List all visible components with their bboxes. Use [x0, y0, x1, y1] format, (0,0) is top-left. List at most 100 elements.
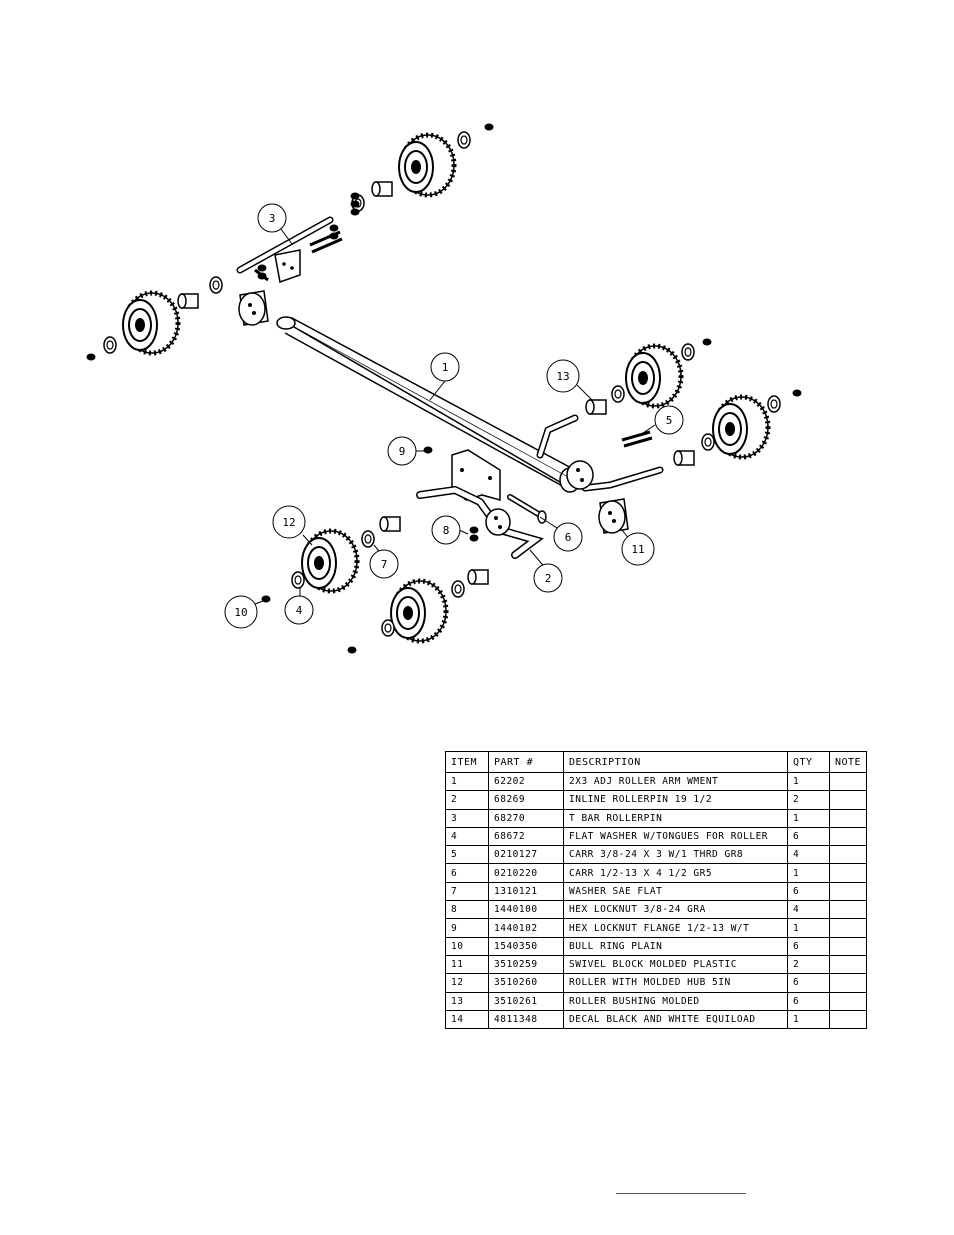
- svg-text:13: 13: [556, 370, 569, 383]
- cell-qty: 4: [787, 900, 830, 920]
- roller-right-lower: [713, 397, 768, 457]
- svg-text:12: 12: [282, 516, 295, 529]
- table-header-row: ITEM PART # DESCRIPTION QTY NOTE: [445, 751, 868, 773]
- callout-4: 4: [284, 595, 314, 625]
- washer: [209, 276, 223, 294]
- cell-note: [828, 826, 868, 847]
- callout-5: 5: [654, 405, 684, 435]
- cell-qty: 1: [787, 918, 830, 938]
- callout-10: 10: [224, 595, 258, 629]
- roller-right-upper: [626, 346, 681, 406]
- bushing: [467, 569, 489, 585]
- callout-6: 6: [553, 522, 583, 552]
- cell-qty: 1: [787, 863, 830, 883]
- cell-note: [828, 954, 868, 975]
- cell-item: 11: [445, 954, 489, 975]
- header-item: ITEM: [445, 751, 489, 773]
- washer: [361, 530, 375, 548]
- cell-description: ROLLER WITH MOLDED HUB 5IN: [563, 973, 788, 993]
- cell-item: 13: [445, 991, 489, 1011]
- cell-note: [828, 771, 868, 792]
- roller-top: [399, 135, 454, 195]
- cell-qty: 6: [787, 936, 830, 956]
- cell-qty: 4: [787, 845, 830, 865]
- cell-part-number: 0210127: [488, 845, 564, 865]
- bushing: [371, 181, 393, 197]
- svg-text:1: 1: [442, 361, 449, 374]
- callout-1: 1: [430, 352, 460, 382]
- cell-note: [828, 863, 868, 883]
- cell-note: [828, 790, 868, 810]
- cell-part-number: 68672: [488, 826, 564, 847]
- svg-text:9: 9: [399, 445, 406, 458]
- washer: [701, 433, 715, 451]
- callout-8: 8: [431, 515, 461, 545]
- cell-item: 4: [445, 826, 489, 847]
- cell-description: SWIVEL BLOCK MOLDED PLASTIC: [563, 954, 788, 975]
- cell-qty: 6: [787, 973, 830, 993]
- cell-part-number: 1440100: [488, 900, 564, 920]
- cell-description: CARR 1/2-13 X 4 1/2 GR5: [563, 863, 788, 883]
- cell-description: T BAR ROLLERPIN: [563, 808, 788, 828]
- washer: [767, 395, 781, 413]
- cell-qty: 2: [787, 954, 830, 975]
- cell-description: ROLLER BUSHING MOLDED: [563, 991, 788, 1011]
- cell-item: 3: [445, 808, 489, 828]
- cell-note: [828, 1009, 868, 1030]
- cell-note: [828, 936, 868, 956]
- svg-text:7: 7: [381, 558, 388, 571]
- cell-description: HEX LOCKNUT 3/8-24 GRA: [563, 900, 788, 920]
- svg-text:6: 6: [565, 531, 572, 544]
- hyperlink-underline[interactable]: [616, 1193, 746, 1194]
- svg-text:11: 11: [631, 543, 644, 556]
- callout-2: 2: [533, 563, 563, 593]
- cell-description: BULL RING PLAIN: [563, 936, 788, 956]
- cell-qty: 6: [787, 826, 830, 847]
- carriage-bolts: [621, 430, 653, 448]
- cell-note: [828, 900, 868, 920]
- flange-locknut: [423, 446, 433, 454]
- header-note: NOTE: [828, 751, 868, 773]
- cell-part-number: 62202: [488, 771, 564, 792]
- cell-item: 8: [445, 900, 489, 920]
- cell-note: [828, 918, 868, 938]
- cell-qty: 6: [787, 991, 830, 1011]
- cell-note: [828, 991, 868, 1011]
- header-description: DESCRIPTION: [563, 751, 788, 773]
- cell-note: [828, 881, 868, 902]
- cell-item: 12: [445, 973, 489, 993]
- svg-text:8: 8: [443, 524, 450, 537]
- cell-qty: 6: [787, 881, 830, 902]
- washer: [103, 336, 117, 354]
- cell-part-number: 68269: [488, 790, 564, 810]
- cell-description: DECAL BLACK AND WHITE EQUILOAD: [563, 1009, 788, 1030]
- locknut: [484, 123, 494, 131]
- cell-part-number: 3510260: [488, 973, 564, 993]
- cell-description: 2X3 ADJ ROLLER ARM WMENT: [563, 771, 788, 792]
- washer: [451, 580, 465, 598]
- callout-13: 13: [546, 359, 580, 393]
- svg-text:3: 3: [269, 212, 276, 225]
- right-roller-pin: [536, 414, 664, 492]
- cell-part-number: 1440102: [488, 918, 564, 938]
- cell-item: 7: [445, 881, 489, 902]
- washer: [291, 571, 305, 589]
- cell-part-number: 1310121: [488, 881, 564, 902]
- locknut: [469, 526, 479, 534]
- locknut: [86, 353, 96, 361]
- roller-bottom: [391, 581, 446, 641]
- callout-7: 7: [369, 549, 399, 579]
- roller-lower-left: [302, 531, 357, 591]
